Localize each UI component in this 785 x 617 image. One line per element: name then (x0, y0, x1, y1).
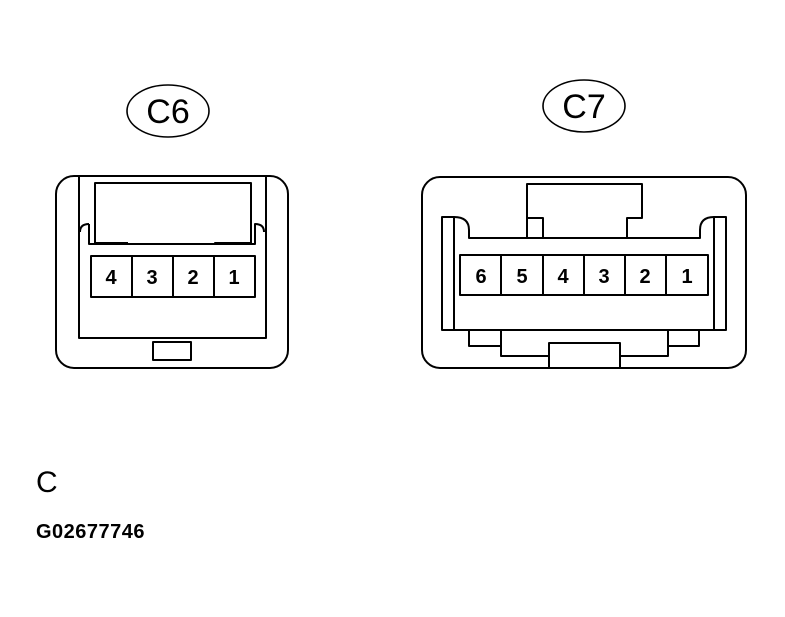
c6-pin: 4 (105, 267, 117, 289)
c7-bottom-feet (468, 330, 700, 357)
c7-label: C7 (562, 88, 605, 126)
c6-latch (94, 182, 252, 244)
c7-pin-row (459, 254, 709, 296)
c7-pin: 6 (475, 266, 486, 288)
c7-label-oval (542, 79, 626, 133)
c7-pin: 5 (516, 266, 527, 288)
c6-pin: 3 (146, 267, 157, 289)
c7-pin: 4 (557, 266, 569, 288)
c7-bottom-key (548, 342, 621, 369)
c7-pin: 1 (681, 266, 692, 288)
c6-label: C6 (146, 93, 189, 131)
connector-c6 (55, 84, 289, 369)
connector-c7 (421, 79, 747, 369)
c7-pin: 2 (639, 266, 650, 288)
c6-bottom-key (152, 341, 192, 361)
c6-pin-row (90, 255, 256, 298)
figure-code: G02677746 (36, 521, 146, 543)
c6-inner-body (78, 176, 267, 339)
c6-pin: 1 (228, 267, 239, 289)
c7-pin: 3 (598, 266, 609, 288)
c6-label-oval (126, 84, 210, 138)
c7-latch (526, 183, 643, 238)
caption-letter: C (36, 466, 58, 499)
c6-housing (55, 175, 289, 369)
c6-pin: 2 (187, 267, 198, 289)
